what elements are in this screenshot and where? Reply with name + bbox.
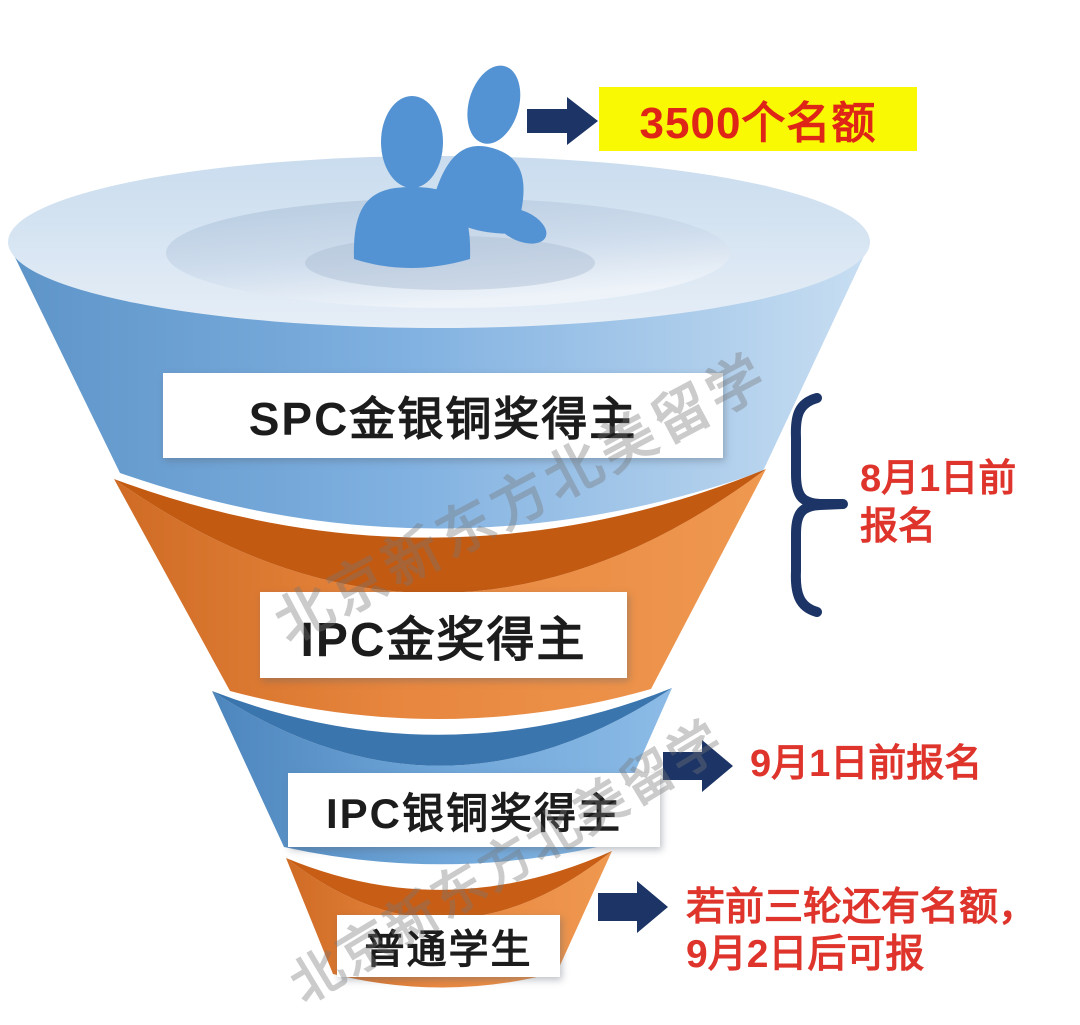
person-front bbox=[353, 96, 471, 268]
arrow-right-icon-top bbox=[527, 97, 598, 145]
tier-label-regular-students: 普通学生 bbox=[337, 915, 560, 977]
deadline-note-round3-line2: 9月2日后可报 bbox=[686, 933, 925, 976]
person-back-head bbox=[467, 65, 521, 144]
deadline-note-round1: 8月1日前 报名 bbox=[860, 455, 1016, 551]
person-front-body bbox=[353, 187, 471, 268]
deadline-note-round3-line1: 若前三轮还有名额， bbox=[686, 886, 1038, 929]
people-icon bbox=[353, 65, 547, 268]
funnel-tier4-rim bbox=[286, 851, 612, 919]
funnel-tier2-rim bbox=[114, 469, 766, 594]
tier-label-ipc-gold: IPC金奖得主 bbox=[260, 592, 627, 678]
person-front-head bbox=[381, 96, 443, 188]
quota-badge: 3500个名额 bbox=[599, 87, 917, 151]
tier-label-ipc-silver-bronze: IPC银铜奖得主 bbox=[288, 773, 660, 847]
deadline-note-round1-line2: 报名 bbox=[860, 506, 937, 548]
person-back-foot bbox=[495, 208, 547, 244]
deadline-note-round3: 若前三轮还有名额， 9月2日后可报 bbox=[686, 884, 1037, 978]
arrow-right-icon-bottom bbox=[598, 881, 668, 933]
tier-label-spc-winners: SPC金银铜奖得主 bbox=[163, 373, 723, 458]
funnel-tier3-rim bbox=[212, 688, 672, 766]
brace-icon bbox=[790, 393, 848, 617]
deadline-note-round2: 9月1日前报名 bbox=[750, 743, 983, 785]
arrow-right-icon-middle bbox=[663, 740, 733, 792]
deadline-note-round1-line1: 8月1日前 bbox=[860, 458, 1017, 500]
